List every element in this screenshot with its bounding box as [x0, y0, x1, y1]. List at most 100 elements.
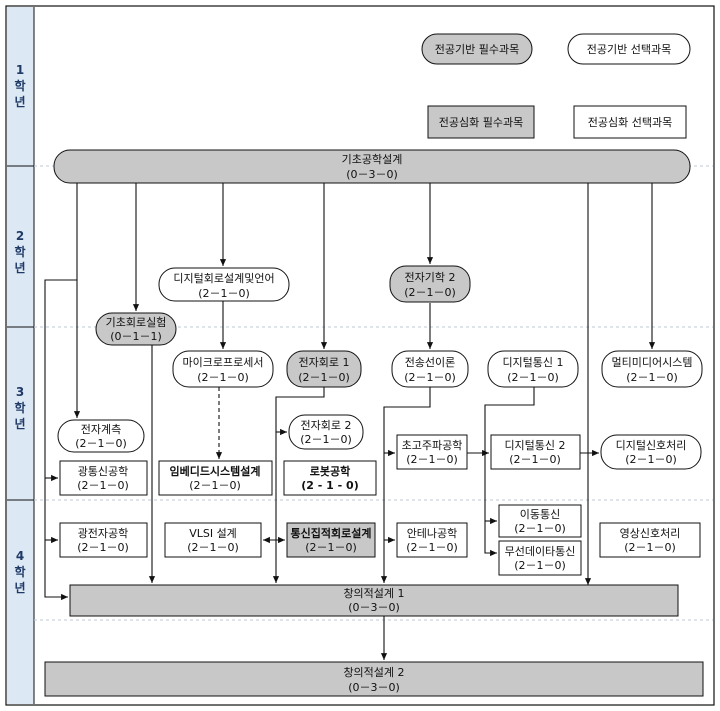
course-optcomm[interactable]: 광통신공학 (2－1－0) [59, 460, 148, 496]
course-name: 영상신호처리 [620, 527, 681, 540]
course-name: 광통신공학 [78, 465, 129, 478]
edge-circuit1-to-capstone1 [272, 386, 325, 583]
course-name: 안테나공학 [407, 527, 458, 540]
course-image[interactable]: 영상신호처리 (2－1－0) [599, 522, 701, 558]
course-credits: (2－1－0) [514, 559, 566, 572]
course-credits: (2－1－0) [509, 453, 561, 466]
course-name: 무선데이타통신 [505, 545, 576, 558]
course-name: 광전자공학 [78, 527, 129, 540]
course-credits: (2－1－0) [404, 286, 456, 299]
course-name: 기초회로실험 [106, 316, 167, 329]
course-micro[interactable]: 마이크로프로세서 (2－1－0) [172, 350, 274, 388]
legend-core-required-label: 전공기반 필수과목 [435, 43, 519, 56]
course-capstone2[interactable]: 창의적설계 2 (0－3－0) [44, 661, 704, 697]
course-commic[interactable]: 통신집적회로설계 (2－1－0) [286, 522, 376, 558]
course-credits: (2－1－0) [624, 541, 676, 554]
year-label-char: 년 [14, 581, 25, 595]
course-credits: (2－1－0) [75, 437, 127, 450]
course-credits: (2－1－0) [406, 453, 458, 466]
course-microwave[interactable]: 초고주파공학 (2－1－0) [396, 434, 468, 470]
course-credits: (2－1－0) [625, 453, 677, 466]
course-credits: (2－1－0) [77, 479, 129, 492]
course-name: 전자회로 1 [299, 356, 350, 369]
year-label-char: 학 [14, 400, 25, 415]
year-label-3: 3 학 년 [14, 385, 25, 431]
course-credits: (0－3－0) [346, 168, 398, 181]
course-dcomm2[interactable]: 디지털통신 2 (2－1－0) [490, 434, 581, 470]
course-credits: (2－1－0) [507, 371, 559, 384]
course-name: 창의적설계 2 [343, 666, 404, 679]
year-label-char: 년 [14, 261, 25, 275]
course-kichogonghak[interactable]: 기초공학설계 (0－3－0) [53, 149, 691, 184]
legend-advanced-elective-swatch [573, 105, 687, 139]
course-name: 초고주파공학 [402, 439, 463, 452]
course-name: 디지털통신 1 [502, 356, 563, 369]
course-credits: (2－1－0) [187, 541, 239, 554]
course-credits: (2－1－0) [300, 433, 352, 446]
legend-advanced-required-label: 전공심화 필수과목 [439, 116, 523, 129]
course-name: 디지털회로설계및언어 [173, 272, 274, 285]
course-mobile[interactable]: 이동통신 (2－1－0) [498, 504, 582, 538]
course-credits: (0－3－0) [348, 601, 400, 614]
course-digital-lang[interactable]: 디지털회로설계및언어 (2－1－0) [158, 267, 290, 302]
year-label-1: 1 학 년 [14, 63, 25, 109]
edge-tline-to-capstone1 [380, 386, 431, 583]
course-vlsi[interactable]: VLSI 설계 (2－1－0) [164, 522, 262, 558]
year-label-2: 2 학 년 [14, 229, 25, 275]
year-label-char: 3 [16, 385, 24, 399]
year-label-char: 년 [14, 95, 25, 109]
course-optoelec[interactable]: 광전자공학 (2－1－0) [59, 522, 148, 558]
course-credits: (2－1－0) [198, 287, 250, 300]
course-name: 마이크로프로세서 [183, 356, 264, 369]
legend-core-elective-label: 전공기반 선택과목 [587, 43, 671, 56]
year-label-char: 년 [14, 417, 25, 431]
course-name: 전자계측 [81, 423, 121, 436]
course-circuit1[interactable]: 전자회로 1 (2－1－0) [286, 350, 362, 388]
course-name: 로봇공학 [310, 464, 350, 478]
legend-advanced-elective-label: 전공심화 선택과목 [588, 116, 672, 129]
legend-core-required-swatch [421, 33, 533, 65]
course-dcomm1[interactable]: 디지털통신 1 (2－1－0) [487, 350, 579, 388]
course-name: 전자기학 2 [405, 271, 456, 284]
course-credits: (2－1－0) [197, 371, 249, 384]
year-label-4: 4 학 년 [14, 549, 25, 595]
edge-dcomm1-to-wireless [484, 386, 535, 557]
year-label-char: 학 [14, 564, 25, 579]
course-embedded[interactable]: 임베디드시스템설계 (2－1－0) [158, 460, 273, 496]
course-credits: (2－1－0) [189, 479, 241, 492]
course-name: 이동통신 [520, 508, 560, 521]
course-name: 멀티미디어시스템 [612, 356, 693, 369]
course-credits: (2－1－0) [626, 371, 678, 384]
course-credits: (2－1－0) [77, 541, 129, 554]
legend-advanced-required-swatch [427, 105, 535, 139]
course-basic-lab[interactable]: 기초회로실험 (0－1－1) [95, 312, 177, 346]
year-label-char: 2 [16, 229, 24, 243]
year-label-char: 학 [14, 244, 25, 259]
course-antenna[interactable]: 안테나공학 (2－1－0) [396, 522, 468, 558]
course-name: 기초공학설계 [342, 153, 403, 166]
course-wireless[interactable]: 무선데이타통신 (2－1－0) [498, 540, 582, 576]
course-name: 전송선이론 [405, 356, 456, 369]
course-tline[interactable]: 전송선이론 (2－1－0) [391, 350, 469, 388]
course-capstone1[interactable]: 창의적설계 1 (0－3－0) [69, 584, 679, 617]
course-name: VLSI 설계 [189, 527, 237, 540]
legend-core-elective-swatch [567, 33, 691, 65]
course-multimedia[interactable]: 멀티미디어시스템 (2－1－0) [601, 350, 703, 388]
course-credits: (2－1－0) [298, 371, 350, 384]
course-em2[interactable]: 전자기학 2 (2－1－0) [389, 265, 471, 303]
year-label-char: 1 [16, 63, 24, 77]
course-dsp[interactable]: 디지털신호처리 (2－1－0) [600, 434, 702, 470]
prerequisite-edges [44, 183, 656, 660]
course-name: 디지털신호처리 [616, 439, 687, 452]
course-credits: (2－1－0) [305, 541, 357, 554]
course-credits: (2－1－0) [404, 371, 456, 384]
course-measure[interactable]: 전자계측 (2－1－0) [57, 419, 145, 453]
course-robot[interactable]: 로봇공학 (2 - 1 - 0) [283, 460, 377, 496]
course-name: 창의적설계 1 [343, 587, 404, 600]
legend: 전공기반 필수과목 전공기반 선택과목 전공심화 필수과목 전공심화 선택과목 [421, 33, 691, 139]
course-circuit2[interactable]: 전자회로 2 (2－1－0) [288, 414, 364, 450]
year-label-char: 학 [14, 78, 25, 93]
course-credits: (2－1－0) [406, 541, 458, 554]
